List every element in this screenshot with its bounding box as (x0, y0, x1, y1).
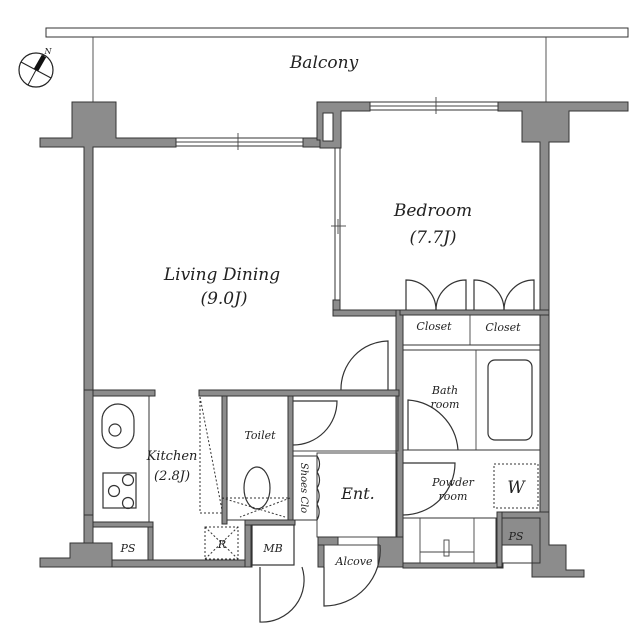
shoes-closet-label: Shoes Clo (298, 463, 309, 513)
compass-icon: N (18, 47, 54, 88)
bedroom-sliding-door (334, 147, 341, 301)
powder-room-label-line1: Powder (431, 476, 475, 489)
compass-north-label: N (44, 47, 53, 56)
refrigerator-label: R (217, 538, 226, 551)
washer-space (493, 463, 539, 509)
bath-door (407, 399, 459, 451)
stove-icon (102, 472, 137, 509)
washer-label: W (507, 478, 526, 498)
balcony-label: Balcony (289, 53, 359, 73)
powder-room-label-line2: room (439, 490, 468, 503)
alcove-label: Alcove (335, 555, 373, 568)
walls (39, 101, 629, 578)
bathroom-label-line1: Bath (431, 384, 458, 397)
bathroom-label-line2: room (431, 398, 460, 411)
bedroom-label: Bedroom (393, 201, 472, 221)
ps-right-label: PS (508, 530, 524, 543)
bathtub-icon (487, 359, 533, 441)
powder-door (402, 462, 456, 516)
mb-door (259, 566, 305, 623)
refrigerator-space (204, 526, 239, 560)
living-dining-size: (9.0J) (200, 289, 247, 309)
toilet-label: Toilet (244, 429, 276, 442)
entrance-door (323, 544, 381, 607)
kitchen-cabinet-outline (199, 396, 223, 514)
toilet-icon (243, 466, 271, 510)
kitchen-label: Kitchen (146, 449, 198, 464)
bedroom-size: (7.7J) (409, 228, 456, 248)
ld-door (340, 340, 389, 391)
closet-right-label: Closet (485, 321, 521, 334)
ps-left-label: PS (120, 542, 136, 555)
vanity (402, 517, 497, 564)
mb-label: MB (262, 542, 282, 555)
entrance-label: Ent. (340, 484, 375, 503)
sink-icon (101, 403, 135, 449)
kitchen-counter (92, 395, 150, 523)
hall-door (292, 400, 338, 446)
closet-left-label: Closet (416, 320, 452, 333)
closet-doors (402, 279, 541, 346)
kitchen-size: (2.8J) (154, 469, 190, 484)
balcony-rail (45, 27, 629, 38)
living-dining-label: Living Dining (163, 265, 280, 285)
